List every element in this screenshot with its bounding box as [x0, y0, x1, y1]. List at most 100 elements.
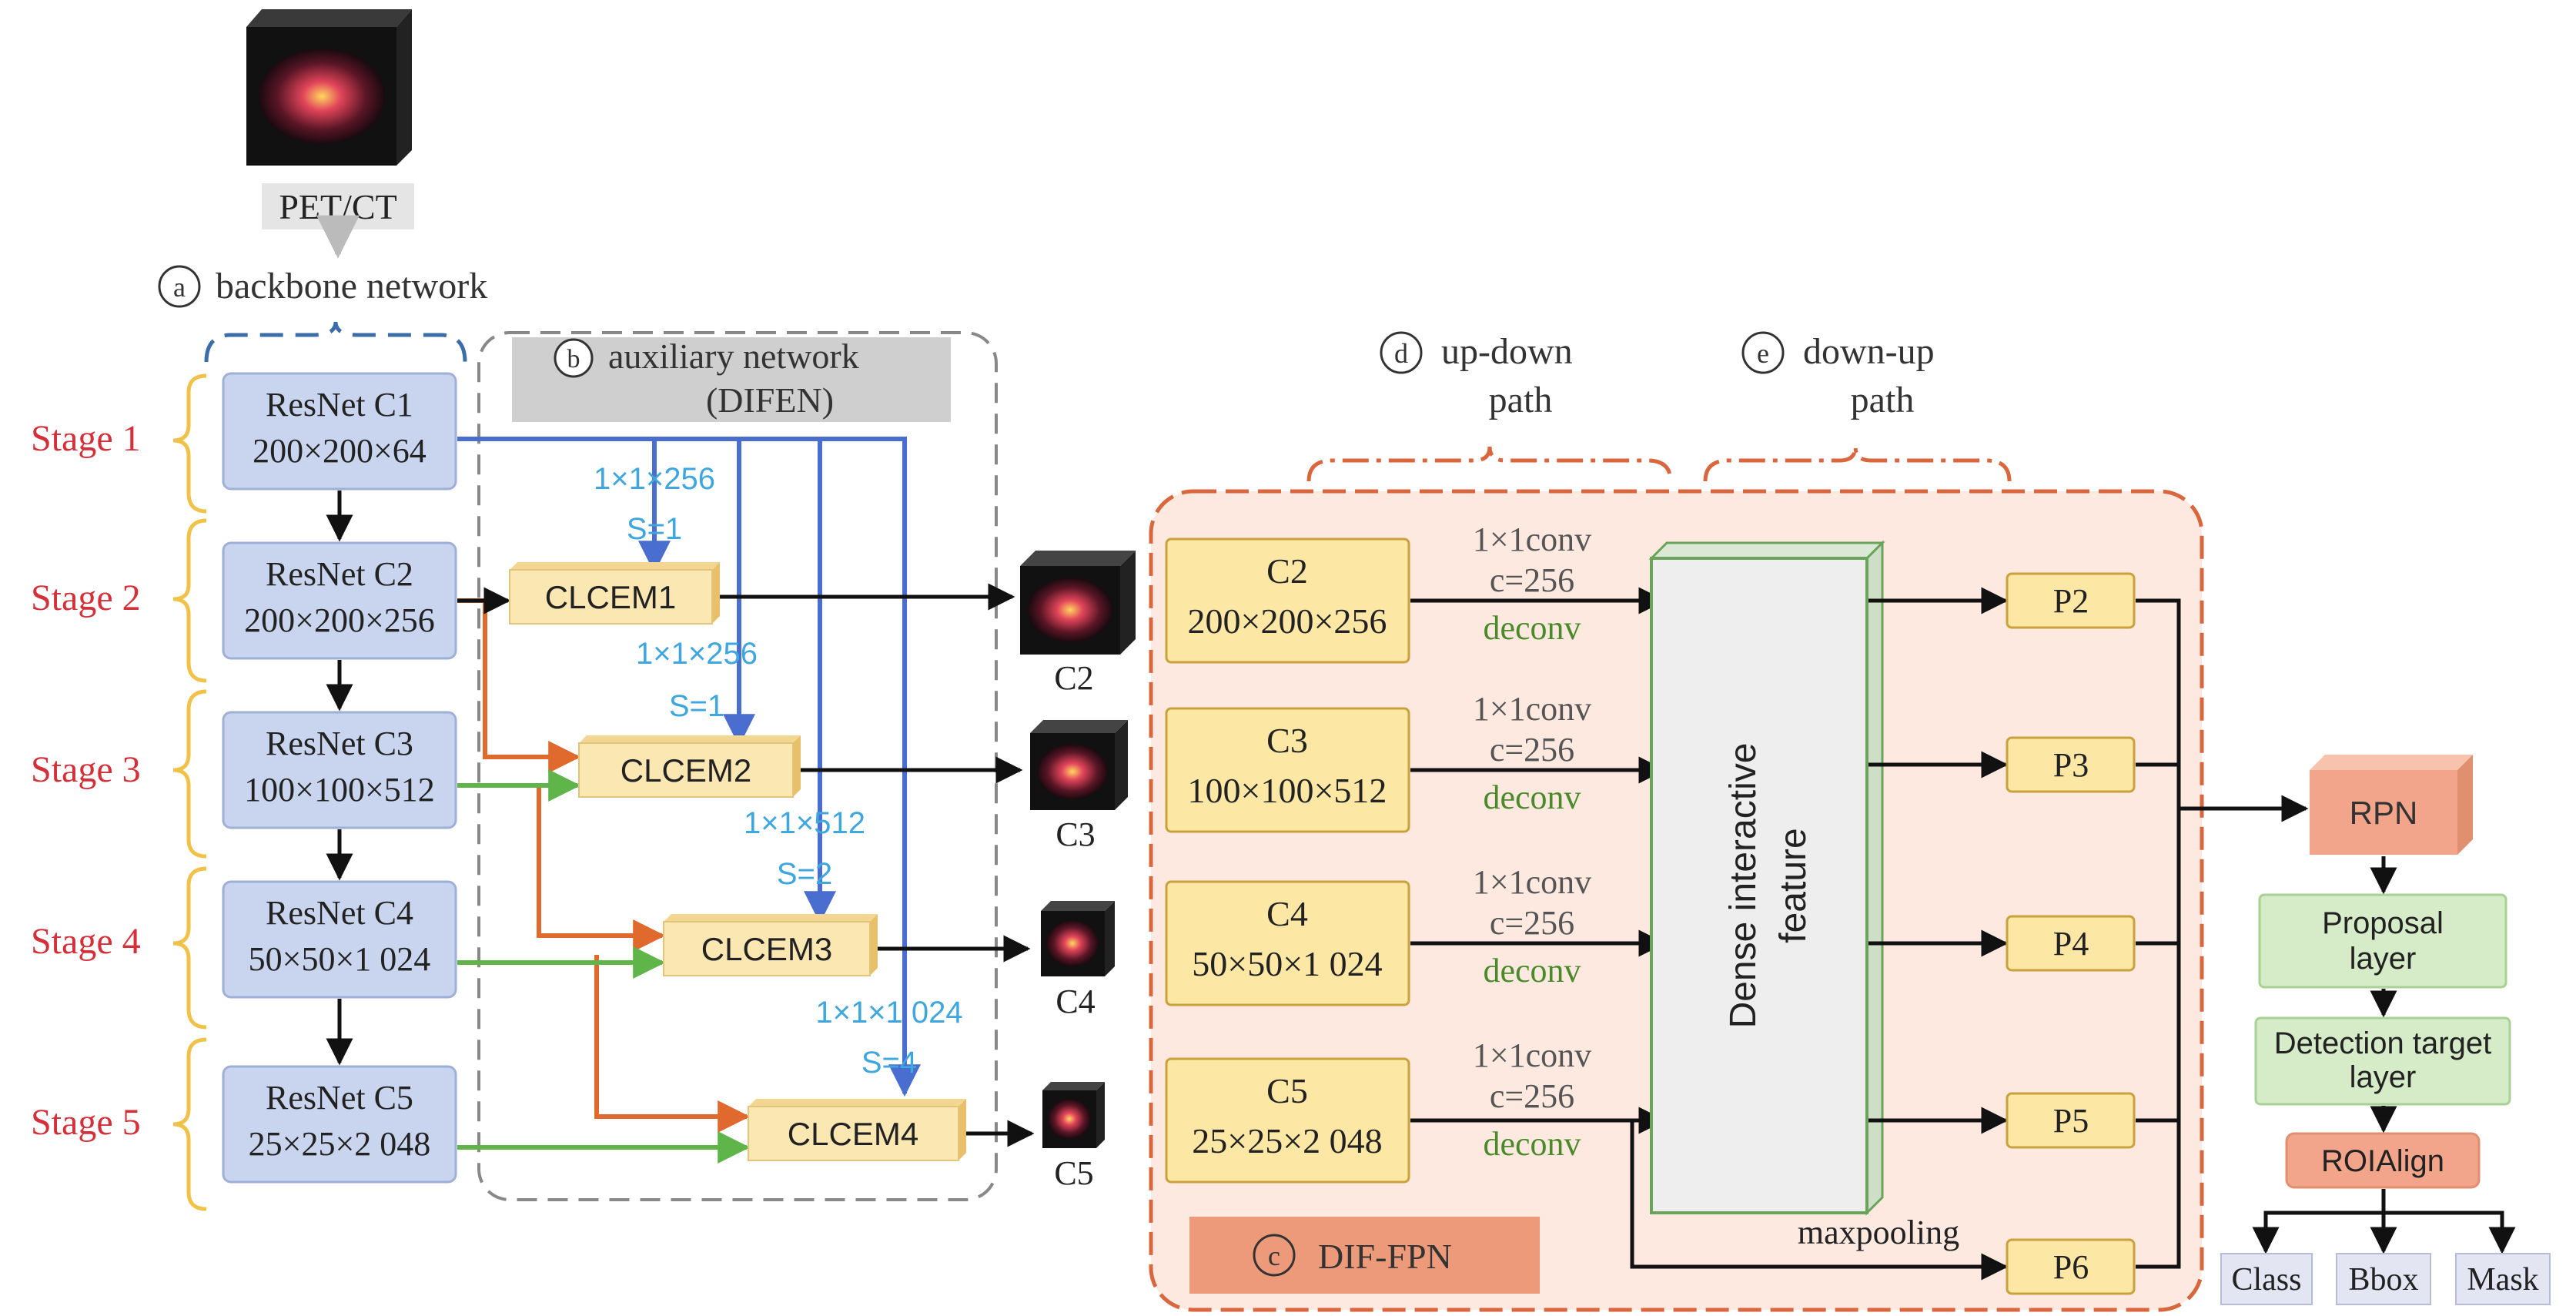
svg-text:100×100×512: 100×100×512 [1188, 771, 1387, 810]
svg-text:ROIAlign: ROIAlign [2321, 1144, 2444, 1178]
feature-cube-c4: C4 [1041, 901, 1115, 1020]
backbone-title-text: backbone network [216, 266, 487, 306]
svg-text:ResNet C1: ResNet C1 [266, 386, 413, 424]
pet-ct-input: PET/CT [246, 9, 414, 259]
pyramid-boxes: P2 P3 P4 P5 P6 [2006, 572, 2136, 1295]
pyramid-collector [2136, 598, 2181, 1269]
svg-text:S=1: S=1 [627, 512, 682, 546]
svg-text:Proposal: Proposal [2322, 906, 2444, 940]
backbone-title: a backbone network [158, 265, 487, 363]
bbox-output: Bbox [2336, 1253, 2431, 1305]
auxiliary-subtitle: (DIFEN) [706, 380, 834, 420]
svg-text:200×200×64: 200×200×64 [253, 432, 427, 470]
svg-text:CLCEM2: CLCEM2 [621, 752, 751, 789]
svg-text:200×200×256: 200×200×256 [1188, 601, 1387, 641]
svg-text:C3: C3 [1266, 721, 1308, 760]
feature-cube-c3: C3 [1030, 720, 1128, 853]
svg-text:c=256: c=256 [1490, 904, 1574, 942]
svg-text:C2: C2 [1266, 551, 1308, 591]
orange-arrows [457, 598, 751, 1133]
svg-text:ResNet C4: ResNet C4 [266, 894, 413, 932]
fpn-input-c3: C3 100×100×512 [1165, 707, 1410, 833]
proposal-layer-box: Proposal layer [2258, 893, 2507, 989]
blue-conv-arrows [457, 437, 921, 1097]
dif-fpn-label: DIF-FPN [1318, 1237, 1452, 1276]
svg-text:ResNet C2: ResNet C2 [266, 555, 413, 593]
svg-text:1×1conv: 1×1conv [1473, 1036, 1591, 1074]
svg-text:P2: P2 [2053, 582, 2089, 620]
svg-text:1×1×256: 1×1×256 [594, 462, 715, 496]
feature-cube-c5: C5 [1042, 1082, 1105, 1192]
down-up-title: down-up [1803, 331, 1935, 372]
svg-text:1×1×1 024: 1×1×1 024 [815, 996, 962, 1030]
svg-text:deconv: deconv [1483, 779, 1581, 816]
stage-5-label: Stage 5 [31, 1102, 141, 1143]
svg-text:1×1×256: 1×1×256 [636, 637, 758, 671]
svg-text:1×1conv: 1×1conv [1473, 521, 1591, 558]
maxpooling-label: maxpooling [1798, 1214, 1959, 1251]
svg-text:C4: C4 [1266, 894, 1308, 933]
clcem2-module: CLCEM2 [578, 735, 801, 798]
svg-text:b: b [567, 345, 580, 373]
backbone-boxes: ResNet C1 200×200×64 ResNet C2 200×200×2… [222, 372, 457, 1184]
svg-text:d: d [1394, 338, 1408, 369]
svg-text:C2: C2 [1054, 659, 1093, 697]
class-output: Class [2220, 1253, 2313, 1305]
fpn-conv-labels: 1×1conv c=256 deconv 1×1conv c=256 decon… [1473, 521, 1591, 1163]
svg-text:a: a [173, 272, 186, 303]
svg-text:CLCEM4: CLCEM4 [788, 1116, 918, 1152]
resnet-c3-box: ResNet C3 100×100×512 [222, 711, 457, 829]
clcem4-module: CLCEM4 [748, 1099, 966, 1161]
auxiliary-title: auxiliary network [608, 337, 859, 376]
svg-text:S=1: S=1 [669, 689, 724, 723]
fpn-input-c2: C2 200×200×256 [1165, 537, 1410, 664]
svg-text:C4: C4 [1055, 983, 1095, 1020]
svg-text:100×100×512: 100×100×512 [244, 771, 435, 809]
dif-fpn-panel: C2 200×200×256 C3 100×100×512 C4 50×50×1… [1149, 489, 2204, 1312]
svg-text:25×25×2 048: 25×25×2 048 [249, 1125, 431, 1163]
p6-box [2006, 1238, 2136, 1295]
detection-head: RPN Proposal layer Detection target laye… [2179, 755, 2551, 1305]
p5-box [2006, 1092, 2136, 1149]
svg-text:Class: Class [2231, 1262, 2301, 1298]
svg-text:RPN: RPN [2350, 795, 2418, 831]
pet-ct-label: PET/CT [279, 187, 396, 226]
detection-target-layer-box: Detection target layer [2254, 1016, 2511, 1106]
svg-text:200×200×256: 200×200×256 [244, 601, 435, 639]
svg-text:C5: C5 [1266, 1071, 1308, 1110]
pet-scan-image [259, 49, 385, 144]
svg-text:50×50×1 024: 50×50×1 024 [1192, 944, 1382, 983]
svg-text:c=256: c=256 [1490, 561, 1574, 599]
svg-text:e: e [1757, 338, 1769, 369]
dense-output-arrows [1868, 587, 2009, 1134]
svg-text:50×50×1 024: 50×50×1 024 [249, 940, 431, 978]
svg-text:deconv: deconv [1483, 609, 1581, 647]
stage-3-label: Stage 3 [31, 749, 141, 790]
stage-1-label: Stage 1 [31, 418, 141, 459]
svg-text:P6: P6 [2053, 1248, 2089, 1286]
path-titles: d up-down path e down-up path [1306, 331, 2012, 482]
svg-text:P5: P5 [2053, 1102, 2089, 1140]
fpn-input-c5: C5 25×25×2 048 [1165, 1057, 1410, 1184]
rpn-box: RPN [2310, 755, 2473, 855]
clcem1-module: CLCEM1 [509, 562, 720, 625]
conv-labels: 1×1×256 S=1 1×1×256 S=1 1×1×512 S=2 1×1×… [594, 462, 963, 1080]
svg-text:ResNet C5: ResNet C5 [266, 1079, 413, 1117]
resnet-c2-box: ResNet C2 200×200×256 [222, 541, 457, 660]
p2-box [2006, 572, 2136, 629]
p4-box [2006, 915, 2136, 972]
clcem3-module: CLCEM3 [663, 914, 878, 976]
fpn-input-arrows [1410, 587, 1666, 1134]
svg-text:P3: P3 [2053, 746, 2089, 784]
svg-text:C5: C5 [1054, 1154, 1093, 1192]
svg-text:Detection target: Detection target [2274, 1026, 2491, 1060]
stage-brackets [172, 373, 207, 1211]
svg-text:layer: layer [2350, 1060, 2417, 1094]
svg-text:S=4: S=4 [861, 1046, 917, 1080]
svg-text:feature: feature [1773, 828, 1814, 943]
svg-text:1×1conv: 1×1conv [1473, 863, 1591, 901]
feature-cube-c2: C2 [1020, 551, 1136, 697]
svg-text:1×1conv: 1×1conv [1473, 690, 1591, 728]
svg-text:Dense interactive: Dense interactive [1723, 743, 1764, 1029]
